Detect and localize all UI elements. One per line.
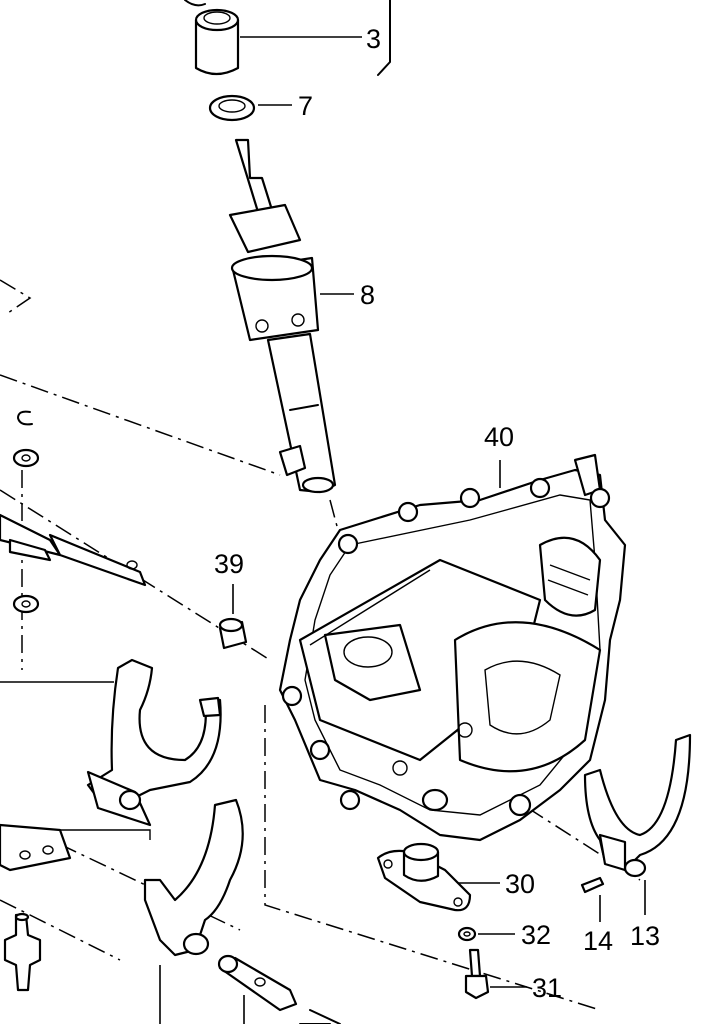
callout-30: 30 [505, 869, 535, 899]
washer-part-32 [457, 926, 477, 942]
callout-labels: 3 7 8 40 39 30 32 31 14 13 [214, 24, 660, 1003]
bolt-part-31 [464, 948, 490, 1000]
callout-13: 13 [630, 921, 660, 951]
callout-40: 40 [484, 422, 514, 452]
gearbox-housing-part-40 [278, 453, 627, 842]
pin-part-14 [580, 876, 605, 894]
callout-32: 32 [521, 920, 551, 950]
left-components [0, 410, 341, 1024]
washer-part-7 [208, 94, 256, 122]
sleeve-part-3 [184, 0, 391, 76]
selector-shaft-part-8 [228, 138, 337, 494]
callout-3: 3 [366, 24, 381, 54]
callout-8: 8 [360, 280, 375, 310]
cover-flange-part-30 [376, 842, 472, 912]
callout-31: 31 [532, 973, 562, 1003]
plug-part-39 [218, 617, 248, 650]
leader-lines [0, 36, 646, 1024]
callout-39: 39 [214, 549, 244, 579]
shift-fork-part-13 [583, 733, 692, 878]
callout-7: 7 [298, 91, 313, 121]
callout-14: 14 [583, 926, 613, 956]
